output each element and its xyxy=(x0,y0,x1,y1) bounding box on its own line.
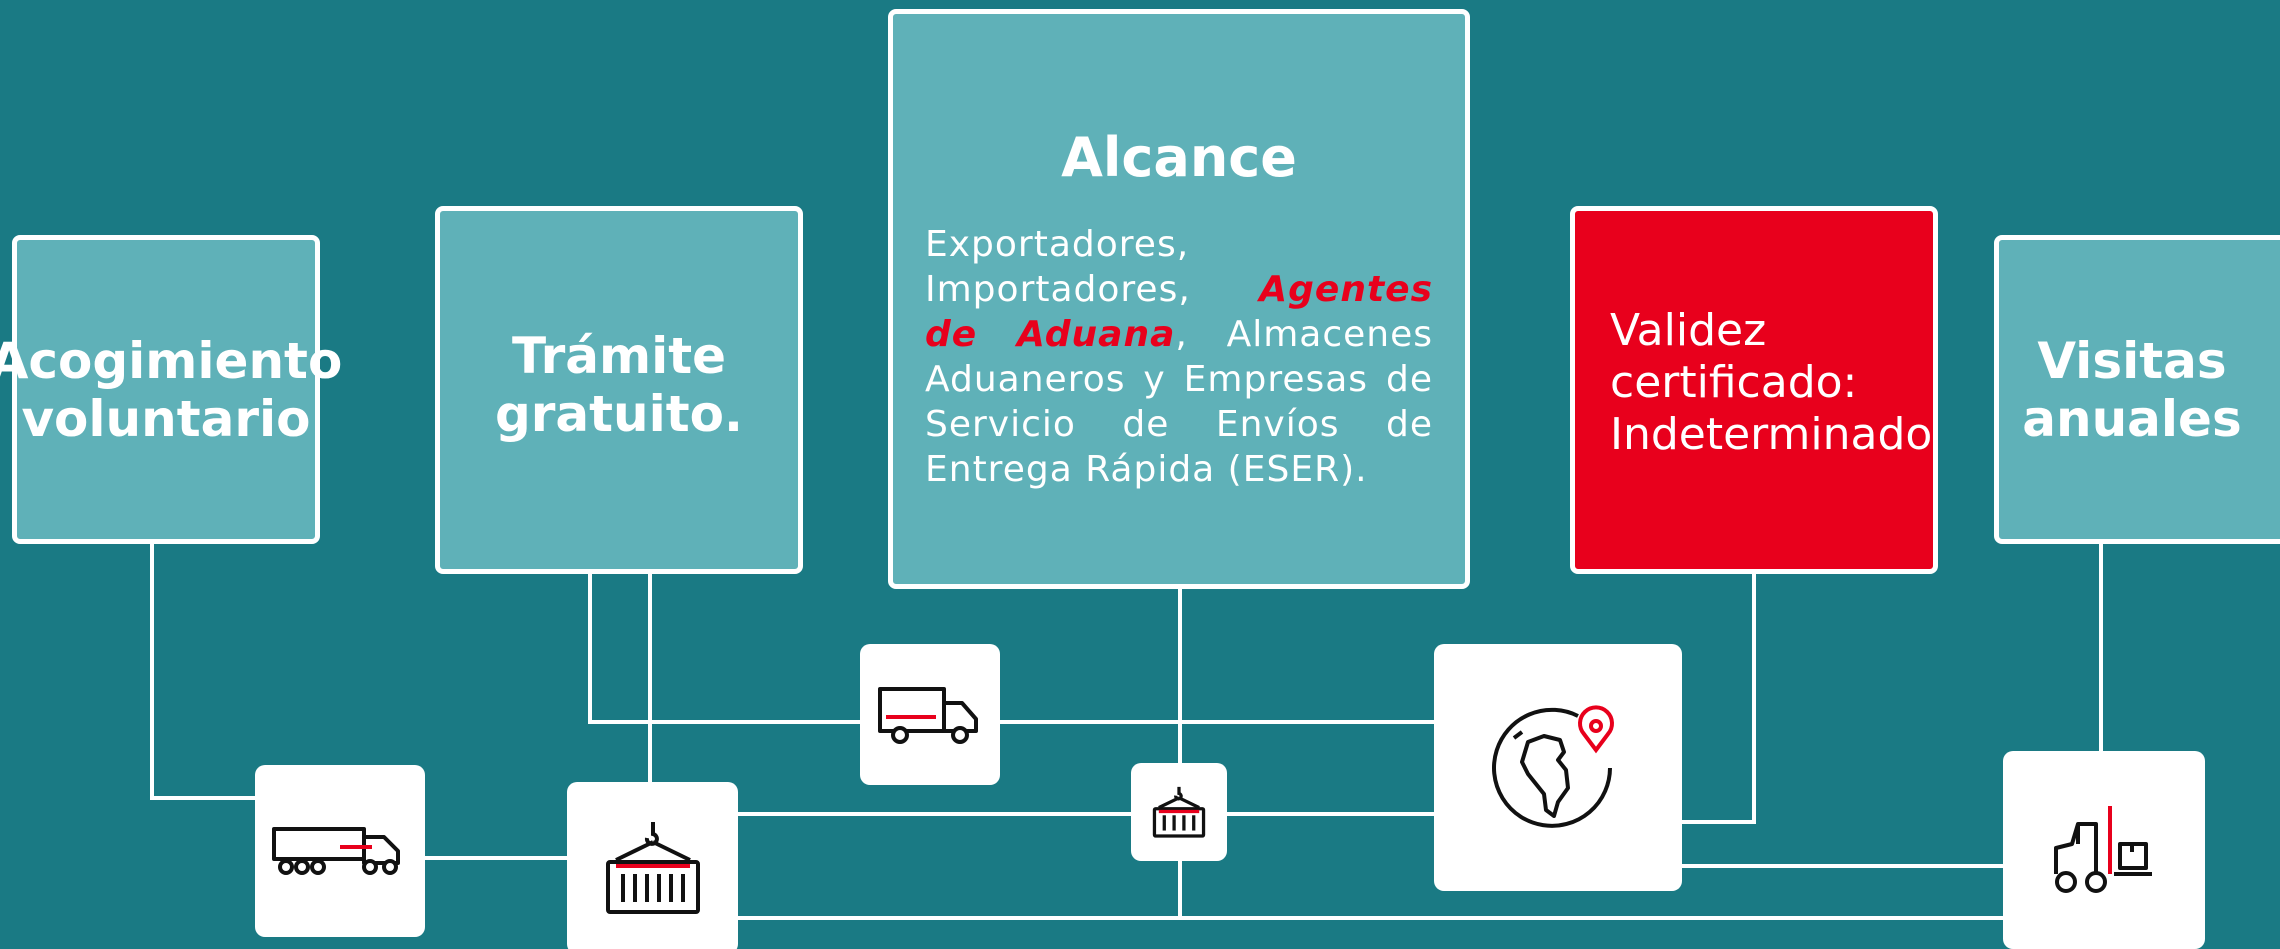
forklift-icon xyxy=(2054,806,2152,893)
alcance-text-before: Exportadores, Importadores, xyxy=(925,224,1260,310)
acogimiento-line1: Acogimiento xyxy=(0,331,343,390)
validez-line3: Indeterminado xyxy=(1610,408,1933,460)
container-crane-box xyxy=(567,782,738,949)
validez-line2: certificado: xyxy=(1610,356,1858,408)
card-alcance: Alcance Exportadores, Importadores, Agen… xyxy=(888,9,1470,589)
alcance-text-after: , Almacenes Aduaneros y Empresas de Serv… xyxy=(925,314,1433,490)
forklift-box xyxy=(2003,751,2205,949)
card-tramite-gratuito: Trámite gratuito. xyxy=(435,206,803,574)
card-acogimiento-label: Acogimiento voluntario xyxy=(0,332,342,448)
card-validez-certificado: Validez certificado: Indeterminado xyxy=(1570,206,1938,574)
globe-pin-icon xyxy=(1492,704,1614,828)
truck-trailer-icon xyxy=(272,827,400,875)
validez-label: Validez certificado: Indeterminado xyxy=(1575,305,1932,461)
alcance-title: Alcance xyxy=(1061,126,1297,189)
connector-tramite-truck xyxy=(588,572,860,724)
alcance-body: Exportadores, Importadores, Agentes de A… xyxy=(925,222,1433,492)
card-visitas-label: Visitas anuales xyxy=(2022,332,2241,448)
tramite-line1: Trámite xyxy=(511,327,727,385)
card-visitas-anuales: Visitas anuales xyxy=(1994,235,2280,544)
alcance-highlight: Agentes de Aduana xyxy=(925,269,1433,355)
card-tramite-label: Trámite gratuito. xyxy=(495,327,743,443)
visitas-line1: Visitas xyxy=(2037,331,2227,390)
truck-trailer-box xyxy=(255,765,425,937)
connector-validez-globe xyxy=(1682,572,1756,824)
connector-acogimiento xyxy=(150,540,255,800)
container-crane-small-box xyxy=(1131,763,1227,861)
validez-line1: Validez xyxy=(1610,304,1767,356)
globe-pin-box xyxy=(1434,644,1682,891)
container-crane-small-icon xyxy=(1152,786,1206,838)
delivery-truck-box xyxy=(860,644,1000,785)
tramite-line2: gratuito. xyxy=(494,385,744,443)
container-crane-icon xyxy=(605,822,700,914)
visitas-line2: anuales xyxy=(2022,389,2242,448)
card-acogimiento-voluntario: Acogimiento voluntario xyxy=(0,235,342,544)
delivery-truck-icon xyxy=(878,686,978,744)
acogimiento-line2: voluntario xyxy=(21,389,311,448)
